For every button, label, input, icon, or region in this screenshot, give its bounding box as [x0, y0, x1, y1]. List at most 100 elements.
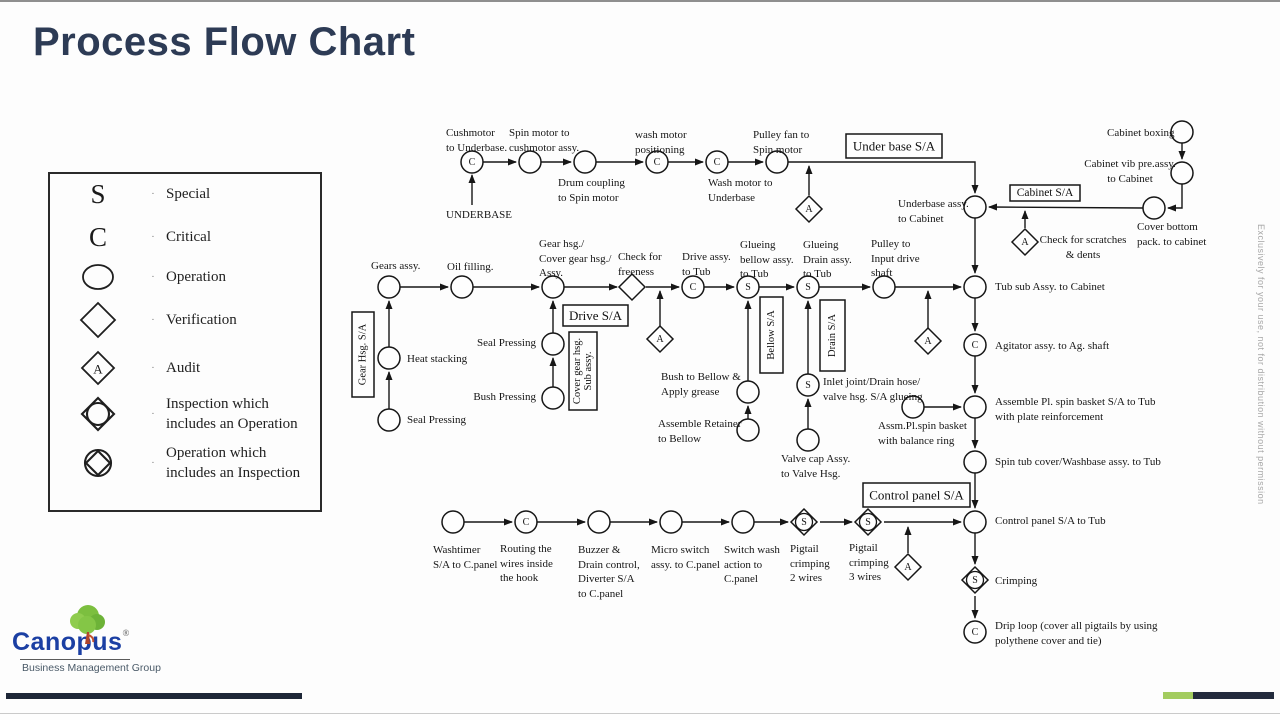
inspection-operation-icon — [80, 396, 116, 432]
svg-text:C: C — [972, 340, 979, 351]
flow-node-circle — [541, 386, 565, 410]
legend-row-critical: C · Critical — [50, 217, 318, 257]
flow-node-circle — [1170, 120, 1194, 144]
footer-bar-navy-left — [6, 693, 302, 699]
svg-text:Cabinet S/A: Cabinet S/A — [1017, 187, 1074, 199]
svg-text:S: S — [972, 575, 978, 586]
flow-node-d: A — [913, 326, 943, 356]
flow-edge — [1167, 184, 1183, 212]
svg-text:C: C — [972, 627, 979, 638]
flow-stage-box — [568, 331, 598, 411]
svg-text:A: A — [1021, 237, 1029, 248]
svg-text:C: C — [523, 517, 530, 528]
legend-separator: · — [151, 188, 155, 200]
flow-node-circle — [377, 408, 401, 432]
legend-separator: · — [151, 271, 155, 283]
critical-letter: C — [88, 221, 107, 252]
brand-name: Canopus — [12, 628, 123, 656]
flow-node-circle — [963, 510, 987, 534]
flow-stage-box-label: Drain S/A — [827, 314, 838, 357]
flow-node-d: A — [645, 324, 675, 354]
flow-node-circle — [377, 346, 401, 370]
flow-stage-box — [819, 299, 846, 372]
flow-node-circle — [441, 510, 465, 534]
svg-text:Control panel S/A: Control panel S/A — [869, 488, 964, 503]
flow-stage-box-label: Cabinet S/A — [1017, 187, 1074, 199]
flow-stage-box — [562, 304, 629, 327]
flow-node-d: A — [1010, 227, 1040, 257]
flow-node-circle — [901, 395, 925, 419]
flow-node-circle — [541, 332, 565, 356]
verification-icon — [79, 301, 117, 339]
legend-separator: · — [151, 408, 155, 420]
svg-text:Sub assy.: Sub assy. — [583, 352, 594, 391]
flow-stage-box — [845, 133, 943, 159]
legend-label: Inspection which includes an Operation — [166, 395, 298, 432]
svg-text:A: A — [924, 336, 932, 347]
flow-node-circle: C — [645, 150, 669, 174]
flow-node-circle — [872, 275, 896, 299]
flow-node-circle: S — [796, 275, 820, 299]
legend-separator: · — [151, 457, 155, 469]
legend-label: Audit — [166, 359, 201, 376]
svg-text:Drain S/A: Drain S/A — [827, 314, 838, 357]
legend-row-operation: · Operation — [50, 258, 318, 296]
flow-node-d: A — [794, 194, 824, 224]
special-letter: S — [90, 178, 106, 209]
flow-node-circle: C — [681, 275, 705, 299]
flow-node-circle — [963, 275, 987, 299]
canopus-logo: Canopus® Business Management Group — [12, 605, 182, 674]
svg-text:C: C — [690, 282, 697, 293]
svg-text:A: A — [805, 204, 813, 215]
flow-node-circle — [796, 428, 820, 452]
flow-node-circle: S — [736, 275, 760, 299]
flow-node-circle — [963, 195, 987, 219]
legend-row-operation-inspection: · Operation which includes an Inspection — [50, 440, 318, 486]
svg-text:S: S — [801, 517, 807, 528]
flow-stage-box-label: Cover gear hsg.Sub assy. — [572, 338, 594, 404]
svg-text:S: S — [805, 282, 811, 293]
legend-row-audit: A · Audit — [50, 349, 318, 387]
flow-node-circle — [659, 510, 683, 534]
flow-node-circle: C — [963, 333, 987, 357]
audit-icon: A — [80, 350, 116, 386]
flow-node-circle — [541, 275, 565, 299]
flow-edge — [988, 203, 1144, 211]
flow-node-d: A — [893, 552, 923, 582]
legend-box: S · Special C · Critical · Operation · V… — [48, 172, 322, 512]
flow-node-circle: C — [963, 620, 987, 644]
flow-node-circle — [518, 150, 542, 174]
flow-node-d — [617, 272, 647, 302]
flow-node-circle — [731, 510, 755, 534]
operation-inspection-icon — [83, 448, 113, 478]
flow-node-circle — [587, 510, 611, 534]
svg-text:S: S — [865, 517, 871, 528]
flow-stage-box — [1009, 184, 1081, 202]
svg-text:S: S — [745, 282, 751, 293]
flow-node-circle — [963, 450, 987, 474]
footer-bar-green — [1163, 692, 1193, 699]
brand-subtitle: Business Management Group — [22, 662, 161, 674]
legend-row-verification: · Verification — [50, 300, 318, 340]
top-divider — [0, 0, 1280, 2]
svg-text:C: C — [654, 157, 661, 168]
flow-node-circle — [736, 418, 760, 442]
flow-edge — [788, 161, 979, 194]
footer-bar-navy-right — [1193, 692, 1274, 699]
legend-label: Operation which includes an Inspection — [166, 444, 301, 481]
svg-text:Cover gear hsg.: Cover gear hsg. — [572, 338, 583, 404]
flow-stage-box — [351, 311, 375, 398]
svg-text:A: A — [904, 562, 912, 573]
flow-stage-box — [759, 296, 784, 374]
logo-underline — [20, 659, 130, 660]
tree-icon — [70, 605, 105, 644]
legend-row-inspection-operation: · Inspection which includes an Operation — [50, 391, 318, 437]
flow-stage-box-label: Under base S/A — [853, 139, 936, 154]
svg-text:Drive S/A: Drive S/A — [569, 308, 623, 323]
svg-text:A: A — [656, 334, 664, 345]
flow-node-dc: S — [789, 507, 819, 537]
svg-text:C: C — [469, 157, 476, 168]
svg-text:Gear Hsg. S/A: Gear Hsg. S/A — [358, 323, 369, 385]
flow-node-circle: C — [460, 150, 484, 174]
